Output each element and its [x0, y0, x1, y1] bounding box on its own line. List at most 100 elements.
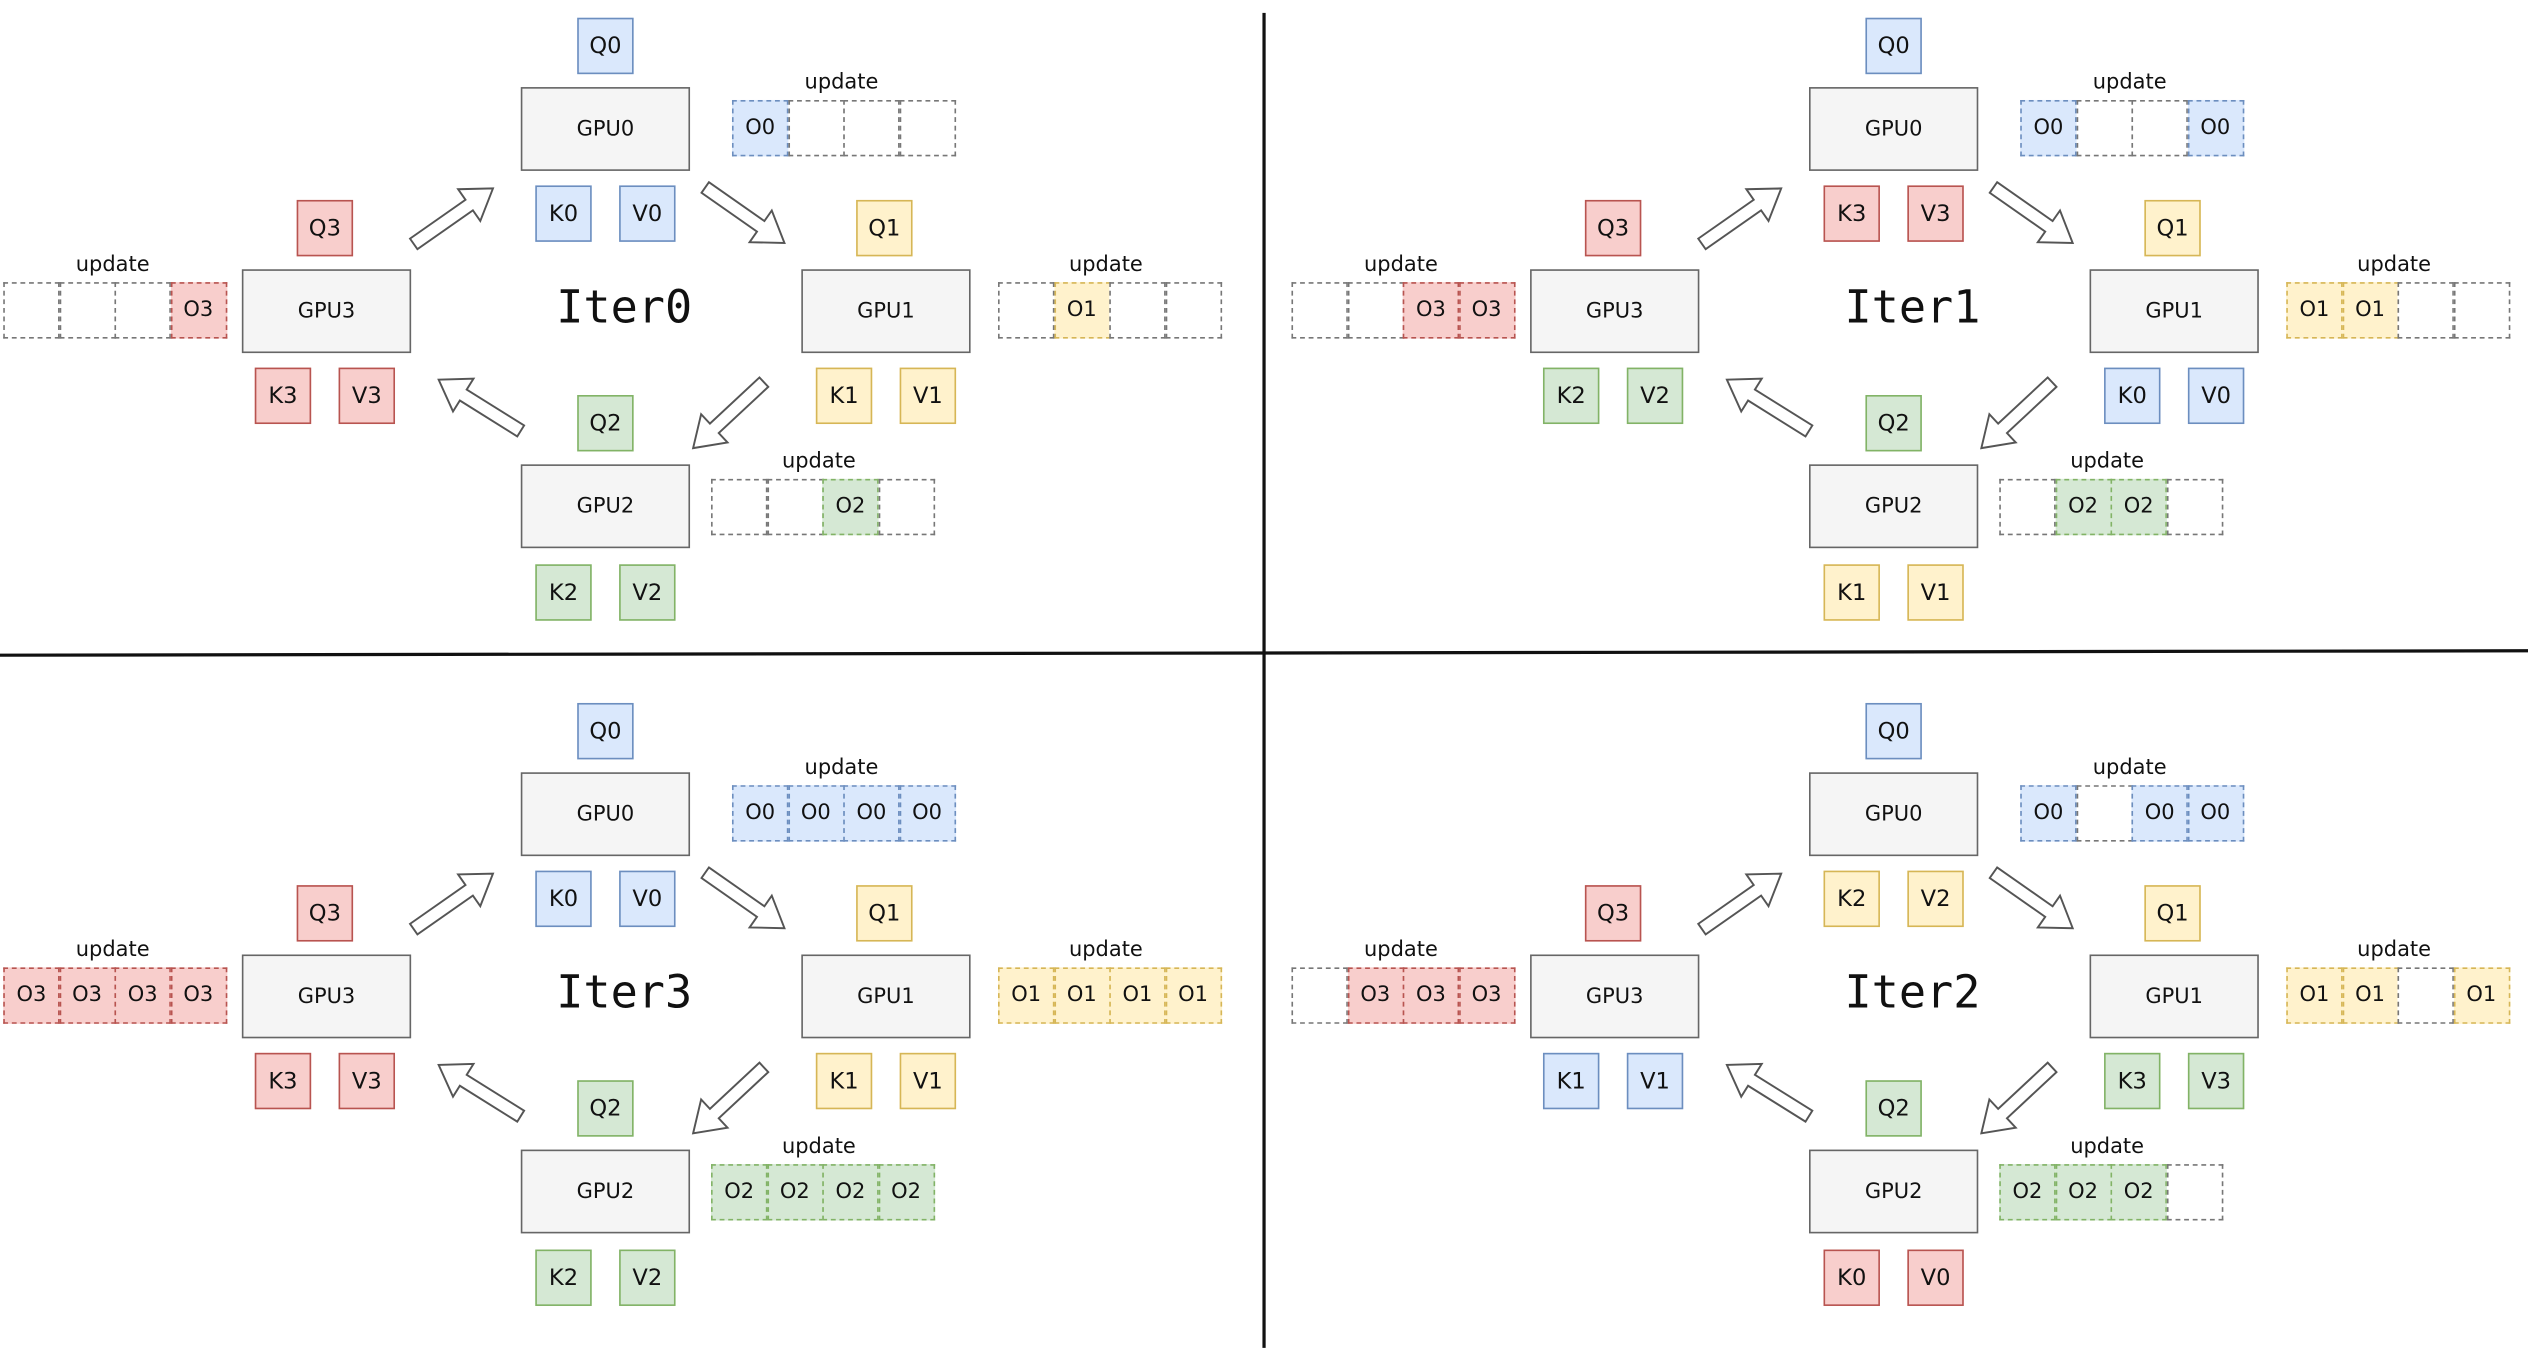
- ring-arrow-icon: [1980, 168, 2090, 265]
- output-cell: O0: [731, 785, 789, 842]
- query-block: Q2: [577, 395, 634, 452]
- output-cell: O3: [170, 967, 227, 1024]
- output-cell: [2075, 99, 2133, 157]
- ring-arrow-icon: [423, 1043, 533, 1137]
- update-label: update: [2357, 253, 2432, 278]
- key-block: K3: [254, 1052, 312, 1110]
- ring-arrow-icon: [691, 168, 801, 265]
- output-cell: O1: [2286, 967, 2343, 1024]
- query-block: Q0: [577, 17, 634, 75]
- iteration-title: Iter2: [1844, 965, 1981, 1019]
- value-block: V3: [1907, 185, 1964, 242]
- output-cell: [766, 478, 824, 536]
- key-block: K3: [2104, 1052, 2161, 1110]
- output-cell: [1999, 478, 2056, 536]
- value-block: V1: [1907, 564, 1964, 621]
- output-cell: O0: [787, 785, 845, 842]
- key-block: K1: [815, 1052, 873, 1110]
- iteration-title: Iter3: [556, 965, 693, 1019]
- value-block: V2: [619, 564, 676, 621]
- output-cell: O0: [2131, 785, 2188, 842]
- key-block: K0: [535, 870, 592, 928]
- output-cell: O0: [2020, 99, 2077, 157]
- gpu-box: GPU3: [241, 269, 412, 354]
- value-block: V3: [2187, 1052, 2245, 1110]
- output-cell: [3, 282, 60, 339]
- output-cell: O2: [766, 1164, 824, 1221]
- ring-arrow-icon: [1711, 357, 1821, 451]
- output-cell: O3: [1458, 967, 1515, 1024]
- vertical-divider: [1262, 12, 1265, 1348]
- output-cell: [898, 99, 956, 157]
- ring-arrow-icon: [423, 357, 533, 451]
- output-cell: O1: [2286, 282, 2343, 339]
- output-cell: O0: [2187, 785, 2244, 842]
- ring-arrow-icon: [1688, 167, 1798, 264]
- key-block: K2: [1542, 367, 1600, 425]
- query-block: Q3: [296, 199, 354, 257]
- key-block: K2: [1823, 870, 1880, 928]
- gpu-box: GPU2: [520, 464, 691, 549]
- update-label: update: [804, 756, 879, 781]
- output-cell: [1291, 967, 1348, 1024]
- query-block: Q3: [1584, 885, 1642, 942]
- output-cell: [1164, 282, 1222, 339]
- value-block: V0: [619, 185, 676, 242]
- key-block: K0: [2104, 367, 2161, 425]
- output-cell: O0: [731, 99, 789, 157]
- output-cell: O1: [2341, 967, 2399, 1024]
- update-label: update: [2070, 1135, 2145, 1160]
- update-label: update: [781, 1135, 856, 1160]
- gpu-box: GPU2: [520, 1149, 691, 1234]
- query-block: Q1: [2144, 199, 2201, 257]
- output-cell: O2: [2110, 1164, 2167, 1221]
- gpu-box: GPU1: [2089, 954, 2259, 1039]
- iteration-title: Iter0: [556, 280, 693, 334]
- output-cell: [2166, 1164, 2223, 1221]
- output-cell: O2: [1999, 1164, 2056, 1221]
- value-block: V0: [1907, 1249, 1964, 1306]
- gpu-box: GPU1: [801, 954, 971, 1039]
- output-cell: O1: [2341, 282, 2399, 339]
- value-block: V2: [1907, 870, 1964, 928]
- update-label: update: [2070, 449, 2145, 475]
- output-cell: [998, 282, 1055, 339]
- update-label: update: [1068, 253, 1143, 278]
- gpu-box: GPU3: [1530, 954, 1700, 1039]
- output-cell: O3: [1458, 282, 1515, 339]
- key-block: K0: [1823, 1249, 1880, 1306]
- output-cell: O3: [1402, 282, 1460, 339]
- value-block: V0: [619, 870, 676, 928]
- output-cell: [114, 282, 171, 339]
- output-cell: [58, 282, 116, 339]
- output-cell: O2: [822, 1164, 879, 1221]
- output-cell: O3: [114, 967, 171, 1024]
- key-block: K0: [535, 185, 592, 242]
- ring-arrow-icon: [691, 853, 801, 950]
- gpu-box: GPU2: [1809, 464, 1979, 549]
- gpu-box: GPU0: [520, 87, 691, 171]
- update-label: update: [1068, 938, 1143, 963]
- output-cell: [1347, 282, 1404, 339]
- output-cell: O2: [2054, 1164, 2112, 1221]
- output-cell: [2131, 99, 2188, 157]
- output-cell: [2397, 282, 2454, 339]
- value-block: V1: [899, 1052, 957, 1110]
- ring-arrow-icon: [1688, 852, 1798, 949]
- output-cell: O0: [2020, 785, 2077, 842]
- output-cell: O1: [1053, 967, 1111, 1024]
- key-block: K1: [1823, 564, 1880, 621]
- output-cell: O2: [2110, 478, 2167, 536]
- ring-arrow-icon: [1962, 1050, 2068, 1154]
- value-block: V1: [1626, 1052, 1684, 1110]
- key-block: K3: [254, 367, 312, 425]
- gpu-box: GPU3: [241, 954, 412, 1039]
- value-block: V3: [338, 1052, 396, 1110]
- output-cell: O1: [1164, 967, 1222, 1024]
- output-cell: [877, 478, 935, 536]
- output-cell: [787, 99, 845, 157]
- query-block: Q3: [1584, 199, 1642, 257]
